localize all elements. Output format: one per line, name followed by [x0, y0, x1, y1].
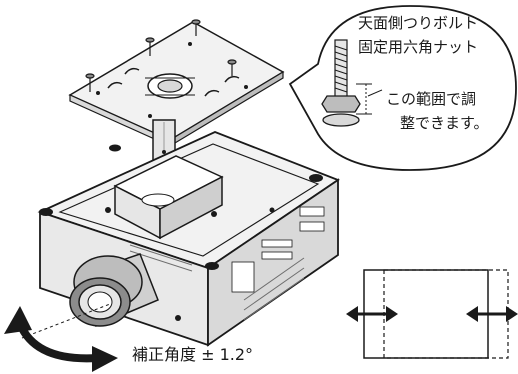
ceiling-mount-plate — [68, 21, 285, 148]
callout-label-hex-nut: 固定用六角ナット — [358, 38, 479, 56]
callout-note-line2: 整できます。 — [400, 114, 489, 132]
callout-label-ceiling-bolt: 天面側つりボルト — [358, 14, 479, 32]
ceiling-bolts — [85, 19, 237, 92]
projector-lens — [69, 253, 159, 327]
rotation-arrow — [4, 303, 118, 372]
image-shift-diagram — [346, 269, 518, 359]
callout-bubble — [288, 5, 517, 171]
angle-correction-label: 補正角度 ± 1.2° — [132, 345, 254, 364]
projector-body — [37, 131, 340, 347]
callout-note-line1: この範囲で調 — [386, 90, 477, 108]
